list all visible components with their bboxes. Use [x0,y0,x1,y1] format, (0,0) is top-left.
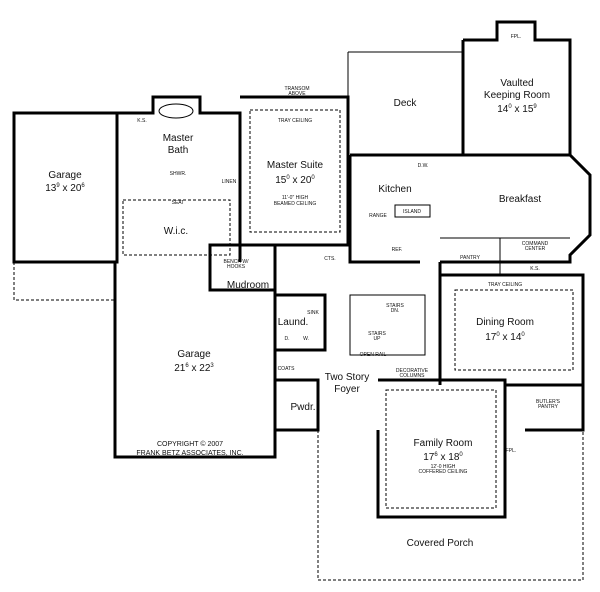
svg-text:K.S.: K.S. [530,266,539,272]
svg-text:SEAT: SEAT [172,200,185,206]
room-keeping-line1: Vaulted [500,78,533,89]
svg-text:REF.: REF. [392,247,403,253]
svg-text:D.: D. [285,336,290,342]
room-garage-small-name: Garage [48,170,82,181]
room-dining-name: Dining Room [476,317,534,328]
room-foyer-line2: Foyer [334,384,360,395]
svg-text:12'-0 HIGH: 12'-0 HIGH [431,464,456,470]
plan-notes: TRANSOM ABOVE TRAY CEILING 11'-0" HIGH B… [137,34,560,475]
room-master-bath-line2: Bath [168,145,189,156]
svg-text:PANTRY: PANTRY [538,404,558,410]
room-garage-large-dims: 216 x 223 [174,363,214,374]
svg-text:SINK: SINK [307,310,319,316]
room-keeping-line2: Keeping Room [484,90,550,101]
svg-text:SHWR.: SHWR. [170,171,187,177]
svg-text:K.S.: K.S. [137,118,146,124]
room-kitchen-name: Kitchen [378,184,411,195]
svg-text:COLUMNS: COLUMNS [399,373,425,379]
walls [12,20,592,581]
svg-text:PANTRY: PANTRY [460,255,480,261]
room-master-bath-line1: Master [163,133,194,144]
svg-text:ABOVE: ABOVE [288,91,306,97]
room-breakfast-name: Breakfast [499,194,541,205]
room-master-suite-dims: 150 x 200 [275,175,315,186]
svg-text:OPEN RAIL: OPEN RAIL [360,352,387,358]
svg-text:LINEN: LINEN [222,179,237,185]
room-powder-name: Pwdr. [290,402,315,413]
room-garage-small-dims: 139 x 206 [45,183,85,194]
svg-text:BEAMED CEILING: BEAMED CEILING [274,201,317,207]
room-mudroom-name: Mudroom [227,280,269,291]
svg-text:COATS: COATS [278,366,296,372]
svg-text:RANGE: RANGE [369,213,387,219]
svg-text:STAIRS: STAIRS [386,303,404,309]
svg-text:UP: UP [374,336,382,342]
svg-text:11'-0" HIGH: 11'-0" HIGH [282,195,309,201]
room-foyer-line1: Two Story [325,372,369,383]
svg-text:CENTER: CENTER [525,246,546,252]
room-family-dims: 176 x 180 [423,452,463,463]
svg-text:FPL.: FPL. [506,448,517,454]
room-deck-name: Deck [394,98,418,109]
svg-text:DECORATIVE: DECORATIVE [396,368,429,374]
room-dining-dims: 170 x 140 [485,332,525,343]
room-porch-name: Covered Porch [407,538,474,549]
svg-text:COFFERED CEILING: COFFERED CEILING [419,469,468,475]
room-garage-large-name: Garage [177,349,211,360]
svg-text:D.W.: D.W. [418,163,429,169]
room-laundry-name: Laund. [278,317,309,328]
svg-text:STAIRS: STAIRS [368,331,386,337]
room-keeping-dims: 140 x 159 [497,104,537,115]
copyright-line1: COPYRIGHT © 2007 [157,440,223,448]
svg-text:ISLAND: ISLAND [403,209,421,215]
svg-text:BUTLER'S: BUTLER'S [536,399,561,405]
copyright-line2: FRANK BETZ ASSOCIATES, INC. [136,450,243,457]
svg-text:TRANSOM: TRANSOM [285,86,310,92]
svg-text:BENCH W/: BENCH W/ [224,259,250,265]
room-family-name: Family Room [414,438,473,449]
room-wic-name: W.i.c. [164,226,188,237]
svg-text:DN.: DN. [391,308,400,314]
svg-text:HOOKS: HOOKS [227,264,246,270]
svg-text:W.: W. [303,336,309,342]
svg-text:TRAY CEILING: TRAY CEILING [278,118,312,124]
svg-text:TRAY CEILING: TRAY CEILING [488,282,522,288]
svg-text:FPL.: FPL. [511,34,522,40]
room-master-suite-name: Master Suite [267,160,324,171]
svg-text:COMMAND: COMMAND [522,241,549,247]
svg-text:CTS.: CTS. [324,256,335,262]
